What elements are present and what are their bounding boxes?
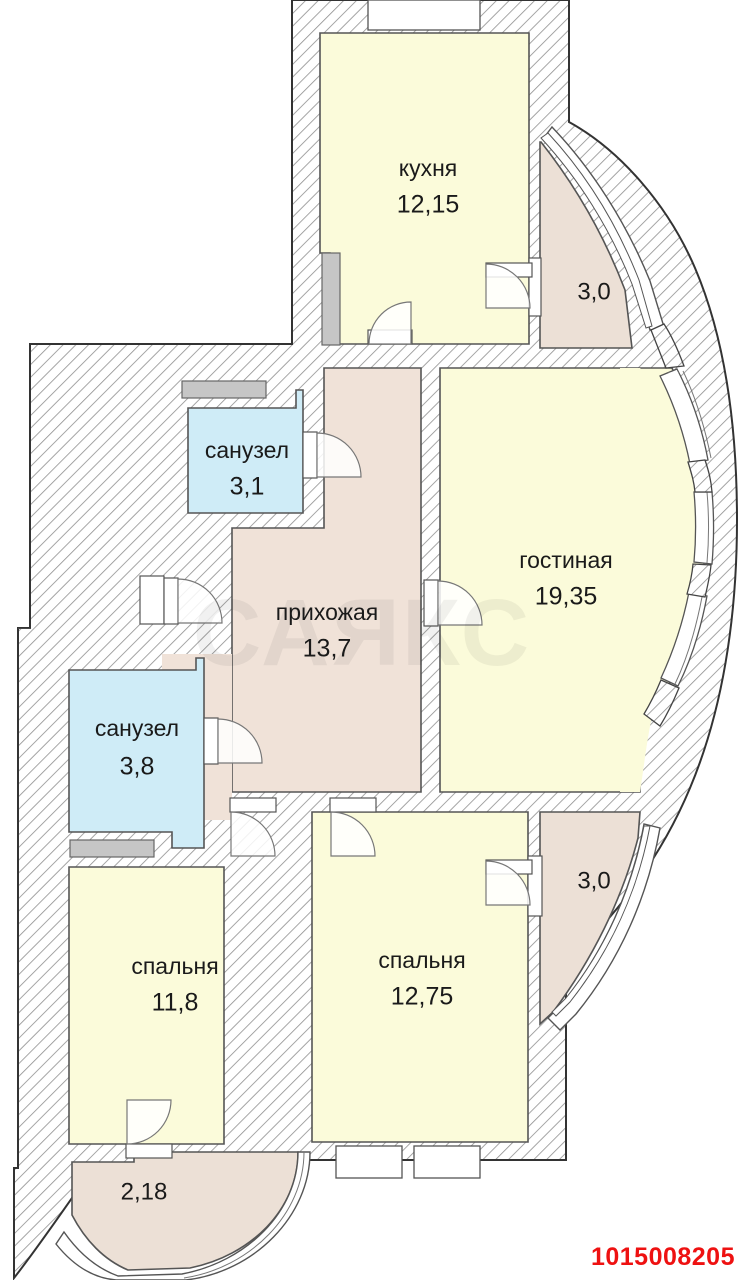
ventilation-ducts	[69, 252, 341, 858]
listing-id: 1015008205	[590, 1243, 735, 1271]
room-living-curve-fill	[620, 368, 706, 792]
duct-kitchen	[321, 252, 341, 346]
label-bedroom-right-area: 12,75	[391, 983, 454, 1011]
label-bath-large-area: 3,8	[120, 753, 155, 781]
label-balcony-top-right: 3,0	[577, 278, 610, 305]
balcony-top-right-shape	[539, 141, 633, 349]
duct-bath-small	[181, 380, 267, 399]
label-living-name: гостиная	[519, 547, 613, 573]
door-bedroom-left	[229, 797, 277, 857]
door-bedroom-balcony	[485, 859, 533, 906]
bay-pier-top	[650, 323, 685, 369]
room-bath-large-shape	[68, 657, 205, 849]
room-labels: кухня 12,15 санузел 3,1 прихожая 13,7 го…	[95, 155, 613, 1017]
label-hallway-area: 13,7	[303, 635, 352, 663]
door-bedroom-right	[329, 797, 377, 857]
opening-left-entry	[139, 575, 165, 625]
watermark: САЯКС	[193, 580, 531, 686]
label-bath-small-area: 3,1	[230, 473, 265, 501]
balcony-labels: 3,0 3,0 2,18	[121, 278, 611, 1205]
label-bath-small-name: санузел	[205, 437, 289, 463]
balcony-bottom-left-shape	[71, 1151, 299, 1271]
label-bedroom-left-name: спальня	[131, 953, 218, 979]
door-kitchen-balcony	[485, 262, 533, 309]
bay-glass-bottom-inner	[551, 825, 651, 1017]
room-bedroom-right-shape	[311, 811, 529, 1143]
door-kitchen	[367, 301, 413, 345]
door-bath-large	[203, 717, 263, 765]
duct-bath-large	[69, 839, 155, 858]
label-balcony-bottom-right: 3,0	[577, 867, 610, 894]
doors	[125, 262, 533, 1159]
room-fills	[68, 32, 707, 1271]
room-bedroom-left-shape	[68, 866, 225, 1145]
label-balcony-bottom-left: 2,18	[121, 1178, 168, 1205]
bay-pier-2	[686, 563, 712, 598]
door-bedroom-left-balcony	[125, 1099, 173, 1159]
room-bath-small-shape	[187, 389, 304, 514]
label-living-area: 19,35	[535, 583, 598, 611]
door-living	[423, 579, 483, 627]
bay-pier-bottom	[643, 679, 680, 727]
label-kitchen-name: кухня	[399, 155, 457, 181]
bay-pier-1	[687, 459, 713, 493]
window-openings	[18, 0, 680, 1179]
label-hallway-name: прихожая	[276, 599, 379, 625]
door-bath-small	[302, 431, 362, 479]
label-bath-large-name: санузел	[95, 715, 179, 741]
label-bedroom-right-name: спальня	[378, 947, 465, 973]
window-kitchen-top	[367, 0, 481, 31]
window-bedroom-right-bottom-a	[335, 1145, 403, 1179]
curved-bay-windows	[540, 125, 715, 1031]
window-bedroom-right-bottom-b	[413, 1145, 481, 1179]
bay-window-strip-2	[693, 491, 715, 565]
label-kitchen-area: 12,15	[397, 191, 460, 219]
bay-glass-top-inner	[540, 132, 653, 329]
bay-window-strip-3	[660, 591, 708, 687]
door-entry	[163, 577, 223, 625]
label-bedroom-left-area: 11,8	[152, 989, 199, 1017]
balcony-bottom-left-glazing	[55, 1151, 311, 1280]
